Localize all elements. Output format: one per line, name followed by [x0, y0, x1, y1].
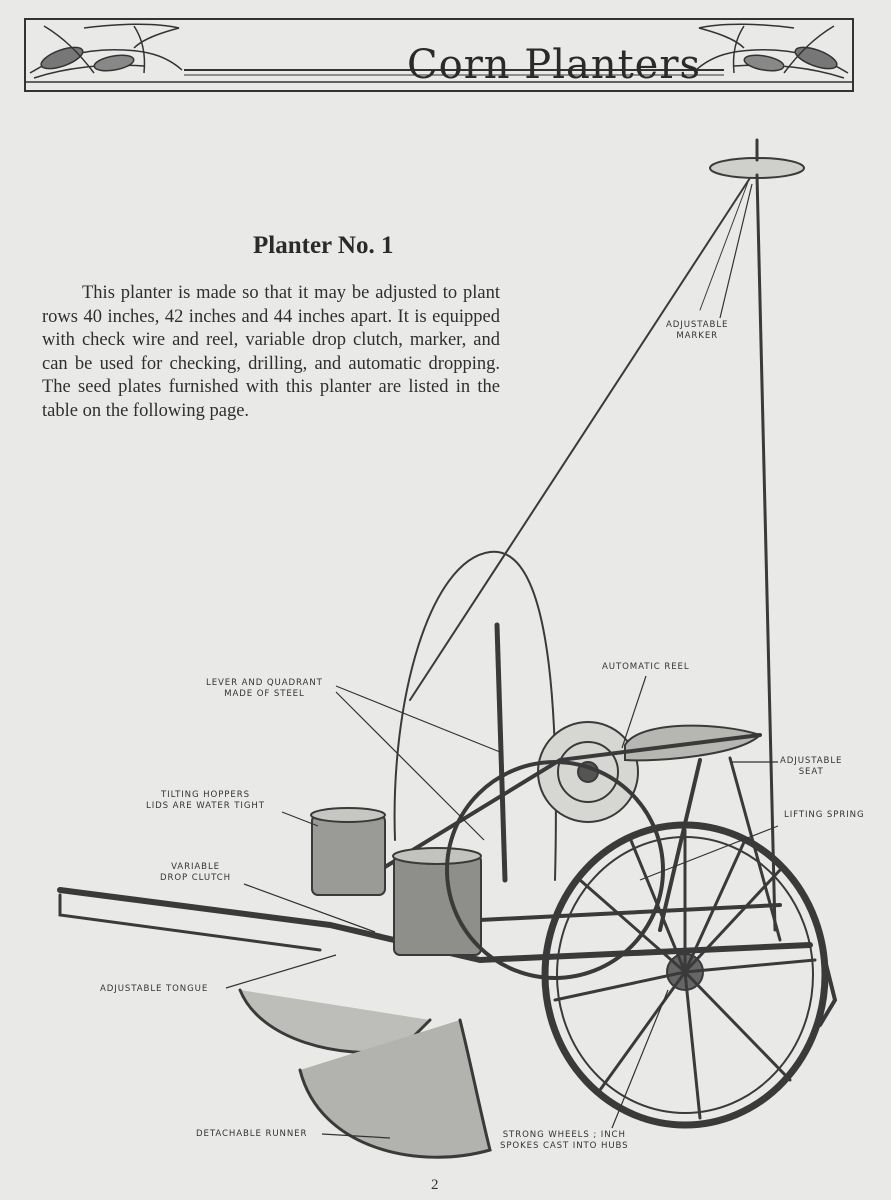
label-line: ADJUSTABLE: [780, 756, 843, 766]
label-lever-and-quadrant: LEVER AND QUADRANT MADE OF STEEL: [206, 678, 323, 699]
header-banner: Corn Planters: [24, 18, 854, 92]
runner-right: [298, 1018, 492, 1159]
label-line: ADJUSTABLE: [666, 320, 729, 330]
front-hopper: [393, 854, 482, 956]
label-lifting-spring: LIFTING SPRING: [784, 810, 865, 821]
label-tilting-hoppers: TILTING HOPPERS LIDS ARE WATER TIGHT: [146, 790, 265, 811]
rear-hopper: [311, 814, 386, 896]
page-number: 2: [431, 1177, 439, 1193]
label-line: ADJUSTABLE TONGUE: [100, 984, 209, 994]
label-variable-drop-clutch: VARIABLE DROP CLUTCH: [160, 862, 231, 883]
label-line: TILTING HOPPERS: [160, 790, 250, 800]
label-line: LEVER AND QUADRANT: [206, 678, 323, 688]
label-adjustable-marker: ADJUSTABLE MARKER: [666, 320, 728, 341]
label-adjustable-seat: ADJUSTABLE SEAT: [780, 756, 842, 777]
description-text: This planter is made so that it may be a…: [42, 282, 500, 424]
lever: [494, 622, 508, 883]
label-automatic-reel: AUTOMATIC REEL: [602, 662, 690, 673]
label-line: LIFTING SPRING: [784, 810, 865, 820]
label-line: DROP CLUTCH: [160, 872, 232, 883]
label-line: SEAT: [798, 766, 824, 777]
label-line: MARKER: [676, 330, 719, 341]
corn-ornament-border: [24, 18, 854, 92]
left-corn-icon: [29, 23, 183, 79]
label-line: SPOKES CAST INTO HUBS: [500, 1140, 629, 1151]
label-line: LIDS ARE WATER TIGHT: [146, 800, 265, 811]
label-line: MADE OF STEEL: [224, 688, 305, 699]
marker-pole: [755, 173, 777, 932]
right-corn-icon: [695, 23, 849, 79]
label-strong-wheels: STRONG WHEELS ; INCH SPOKES CAST INTO HU…: [500, 1130, 629, 1151]
label-line: AUTOMATIC REEL: [602, 662, 690, 672]
label-line: STRONG WHEELS ; INCH: [502, 1130, 626, 1140]
marker-rope: [409, 177, 751, 701]
wire-loop: [393, 550, 557, 881]
label-detachable-runner: DETACHABLE RUNNER: [196, 1129, 307, 1140]
label-leaders: [225, 183, 779, 1139]
label-line: DETACHABLE RUNNER: [196, 1129, 308, 1139]
rear-wheel: [445, 760, 665, 980]
page-heading: Planter No. 1: [253, 232, 394, 259]
main-wheel: [541, 821, 829, 1129]
description-paragraph: This planter is made so that it may be a…: [42, 283, 500, 421]
header-title: Corn Planters: [407, 42, 701, 88]
label-adjustable-tongue: ADJUSTABLE TONGUE: [100, 984, 208, 995]
label-line: VARIABLE: [171, 862, 220, 872]
